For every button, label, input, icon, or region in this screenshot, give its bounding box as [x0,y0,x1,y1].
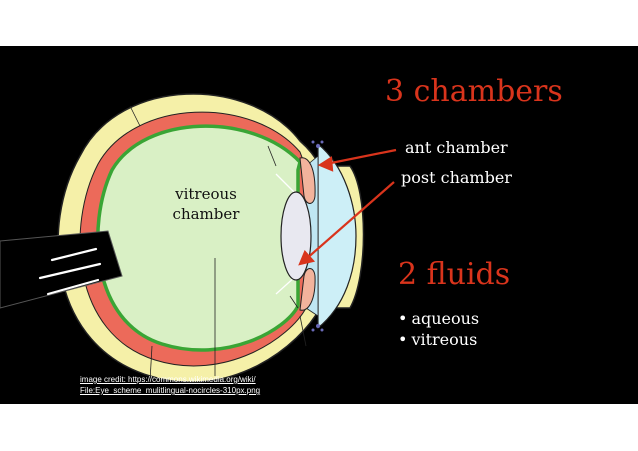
fluid-name: vitreous [411,330,478,349]
vitreous-body [96,124,302,352]
iris-upper [299,157,316,204]
credit-line1[interactable]: image credit: https://commons.wikimedia.… [80,375,256,384]
list-item: •aqueous [398,308,479,329]
credit-line2[interactable]: File:Eye_scheme_mulitlingual-nocircles-3… [80,386,261,395]
diagram-lines [129,105,307,382]
vitreous-label-line2: chamber [172,205,240,223]
meshwork-dots [311,140,324,332]
eye-diagram [0,93,397,383]
iris-lower [299,268,316,311]
fluids-list: •aqueous •vitreous [398,308,479,350]
heading-fluids: 2 fluids [398,257,511,292]
image-credit[interactable]: image credit: https://commons.wikimedia.… [80,374,260,396]
pointer-arrows [298,148,397,266]
vitreous-label-line1: vitreous [175,185,237,203]
lens [280,191,312,281]
label-post-chamber: post chamber [401,168,512,187]
bullet-icon: • [398,309,408,328]
optic-nerve-strands [38,247,102,296]
bullet-icon: • [398,330,408,349]
heading-chambers: 3 chambers [385,74,563,109]
fluid-name: aqueous [411,309,480,328]
anterior-chamber [317,142,357,330]
slide: vitreous chamber 3 chambers ant chamber … [0,46,638,404]
list-item: •vitreous [398,329,479,350]
vitreous-chamber-label: vitreous chamber [158,184,254,224]
label-ant-chamber: ant chamber [405,138,508,157]
